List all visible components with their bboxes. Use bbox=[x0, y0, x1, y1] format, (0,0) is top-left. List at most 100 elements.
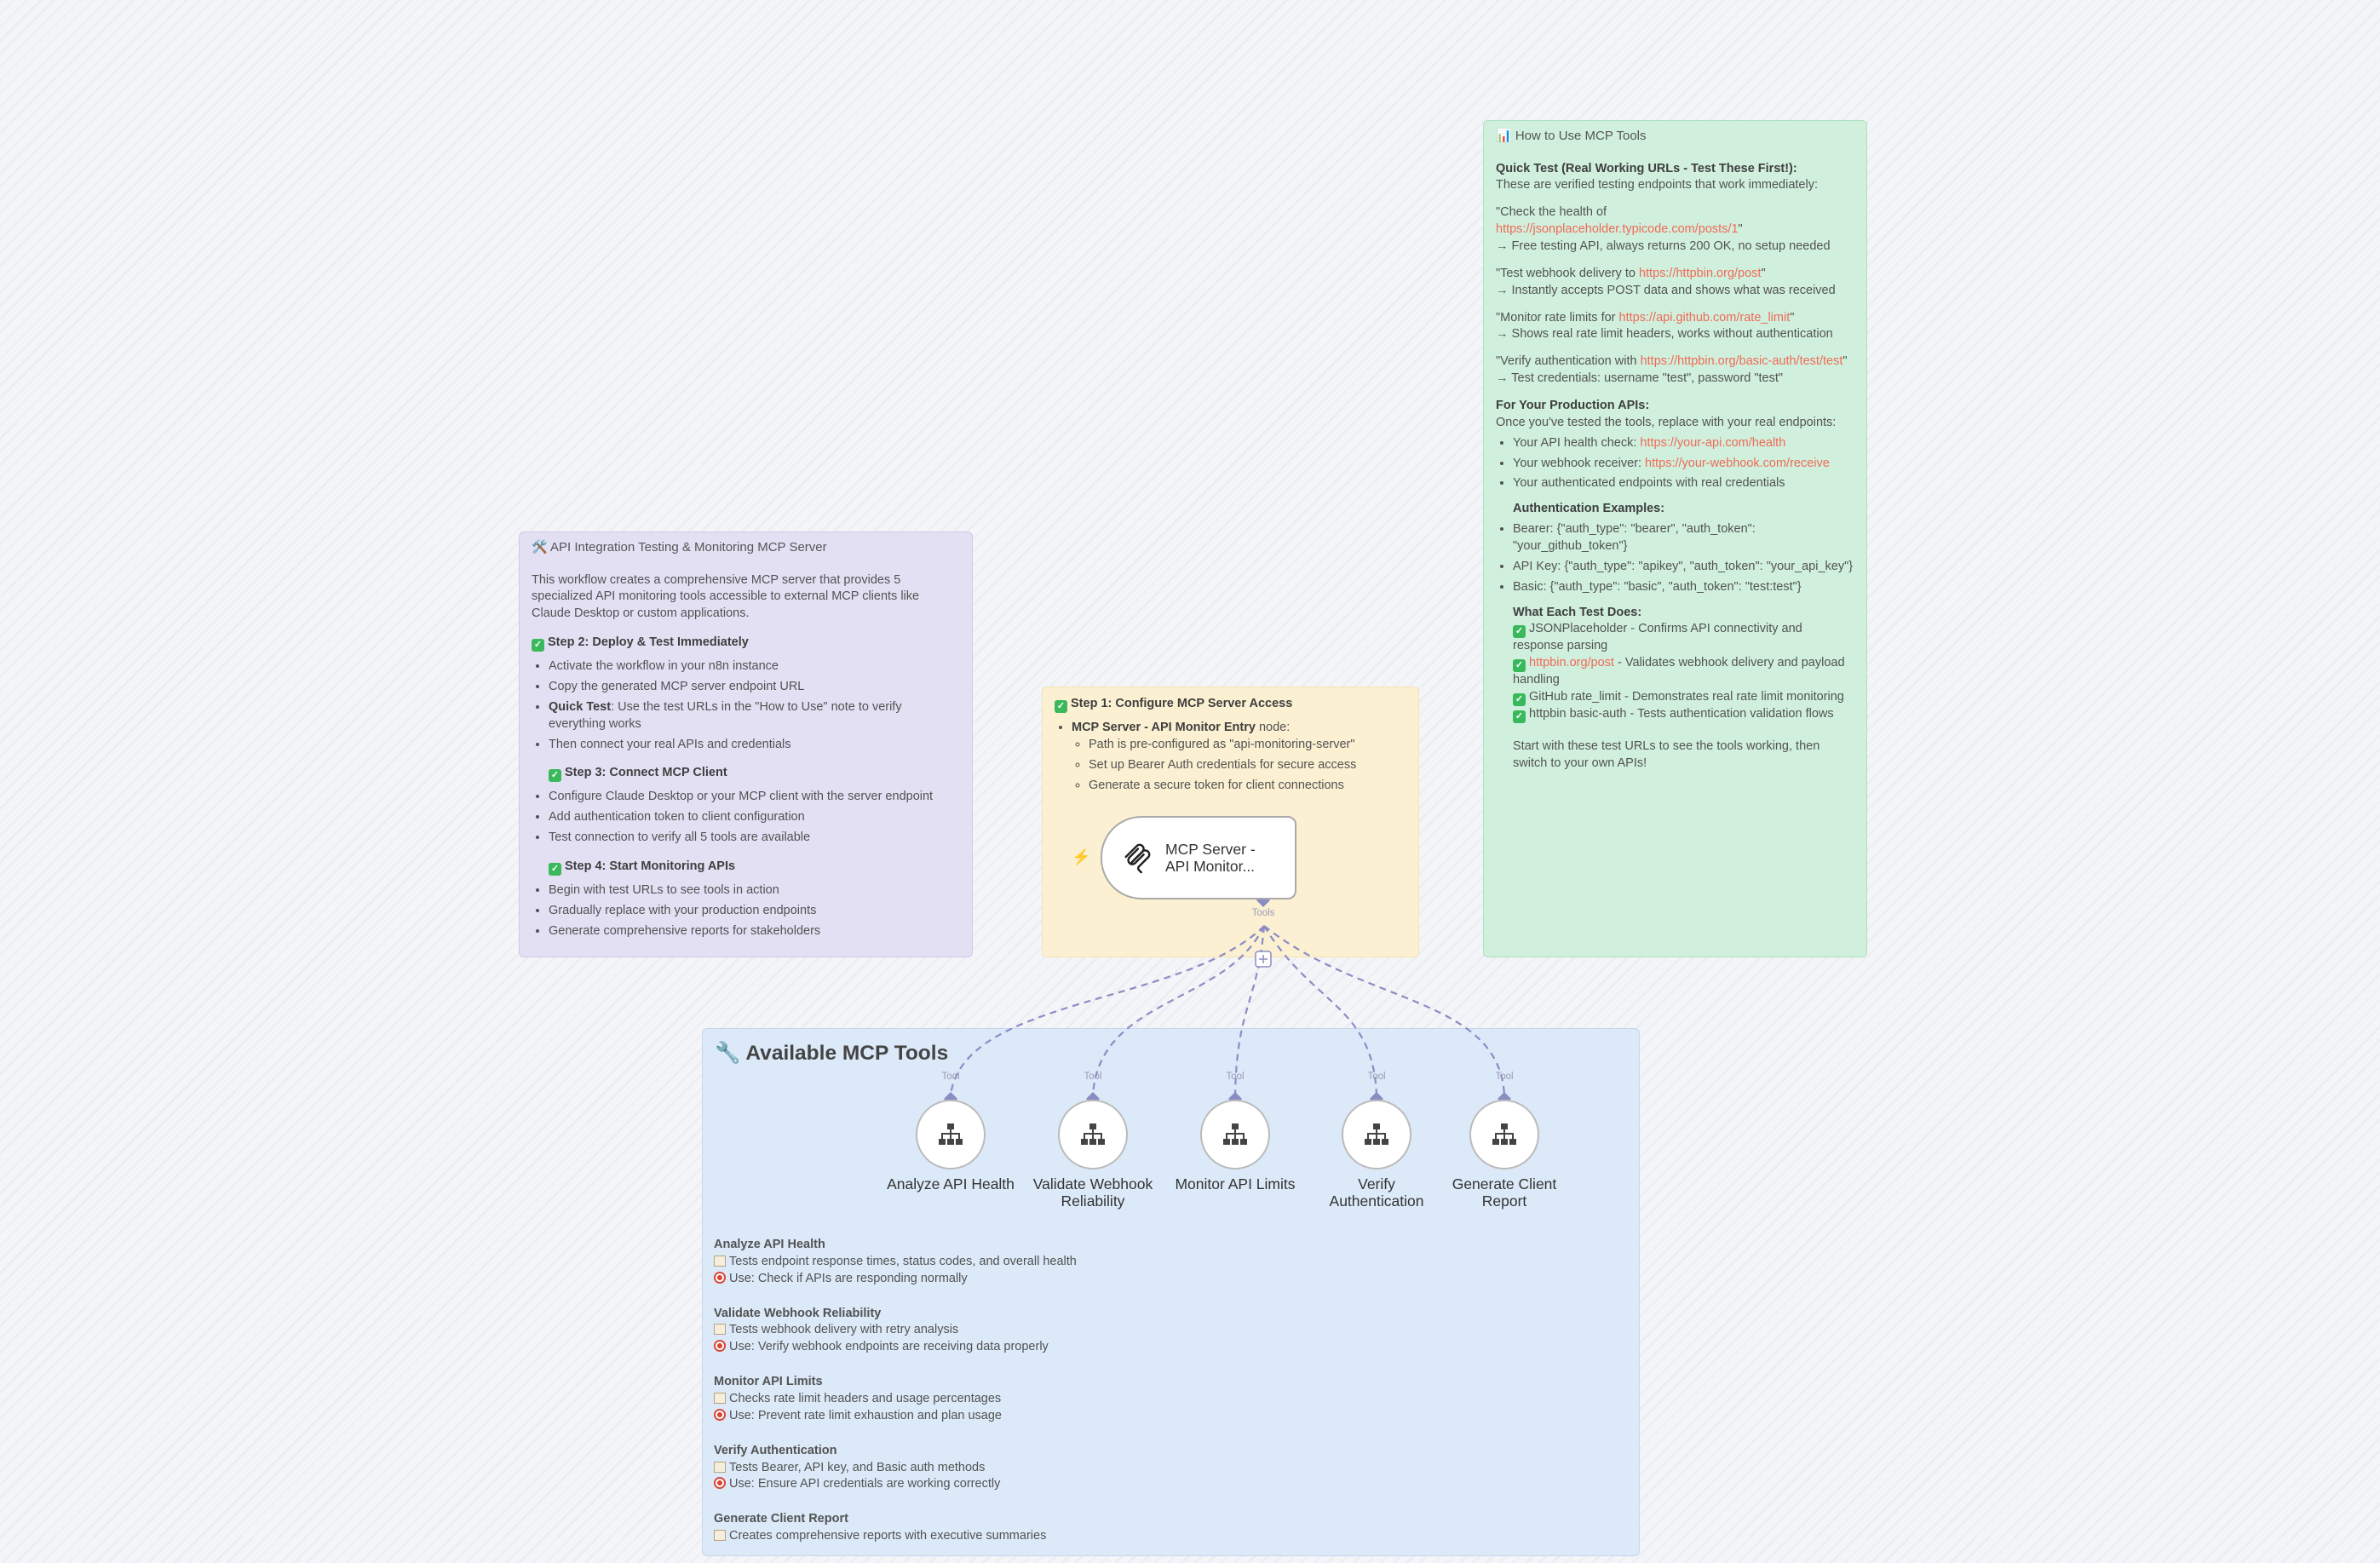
list-item: API Key: {"auth_type": "apikey", "auth_t… bbox=[1513, 559, 1854, 576]
tool-node-generate-client-report[interactable] bbox=[1469, 1100, 1539, 1169]
auth-examples-title: Authentication Examples: bbox=[1513, 502, 1665, 516]
mcp-server-node[interactable]: MCP Server -API Monitor... bbox=[1101, 816, 1296, 899]
tool-desc-block: Validate Webhook Reliability Tests webho… bbox=[714, 1306, 1049, 1354]
list-item: Bearer: {"auth_type": "bearer", "auth_to… bbox=[1513, 521, 1854, 555]
test-example-2: "Test webhook delivery to https://httpbi… bbox=[1496, 266, 1836, 297]
test-does-2: httpbin.org/post - Validates webhook del… bbox=[1513, 655, 1854, 689]
step4-list: Begin with test URLs to see tools in act… bbox=[532, 882, 960, 940]
list-item: Activate the workflow in your n8n instan… bbox=[549, 658, 960, 675]
list-item: Set up Bearer Auth credentials for secur… bbox=[1089, 757, 1406, 774]
list-item: Path is pre-configured as "api-monitorin… bbox=[1089, 737, 1406, 754]
connection-report bbox=[1263, 925, 1506, 1096]
test-does-section: What Each Test Does: JSONPlaceholder - C… bbox=[1513, 605, 1854, 773]
overview-intro: This workflow creates a comprehensive MC… bbox=[532, 572, 920, 621]
production-title: For Your Production APIs: bbox=[1496, 399, 1650, 412]
check-icon bbox=[549, 863, 561, 876]
tool-node-label: Verify Authentication bbox=[1329, 1175, 1424, 1210]
step1-list: MCP Server - API Monitor Entry node: Pat… bbox=[1055, 720, 1406, 794]
tool-descriptions: Analyze API Health Tests endpoint respon… bbox=[714, 1237, 1077, 1563]
tool-node-analyze-api-health[interactable] bbox=[916, 1100, 986, 1169]
test-link-4[interactable]: https://httpbin.org/basic-auth/test/test bbox=[1640, 354, 1843, 369]
list-item: Test connection to verify all 5 tools ar… bbox=[549, 830, 960, 847]
tool-node-label: Analyze API Health bbox=[887, 1175, 1015, 1192]
sitemap-icon bbox=[1365, 1123, 1388, 1145]
tool-desc-block: Analyze API Health Tests endpoint respon… bbox=[714, 1238, 1077, 1285]
check-icon bbox=[549, 769, 561, 783]
sitemap-icon bbox=[939, 1123, 963, 1145]
target-icon bbox=[714, 1271, 726, 1284]
check-icon bbox=[1513, 710, 1526, 724]
test-example-4: "Verify authentication with https://http… bbox=[1496, 354, 1848, 386]
list-item: Begin with test URLs to see tools in act… bbox=[549, 882, 960, 899]
test-example-1: "Check the health of https://jsonplaceho… bbox=[1496, 205, 1831, 253]
step1-sticky-note[interactable]: Step 1: Configure MCP Server Access MCP … bbox=[1042, 687, 1419, 957]
howto-sticky-note[interactable]: 📊 How to Use MCP Tools Quick Test (Real … bbox=[1483, 120, 1867, 957]
list-item: Your webhook receiver: https://your-webh… bbox=[1513, 456, 1854, 473]
sitemap-icon bbox=[1081, 1123, 1105, 1145]
plus-icon bbox=[1255, 951, 1272, 968]
step3-list: Configure Claude Desktop or your MCP cli… bbox=[532, 789, 960, 847]
list-item: Then connect your real APIs and credenti… bbox=[549, 737, 960, 754]
overview-title: 🛠️ API Integration Testing & Monitoring … bbox=[532, 540, 827, 555]
tool-tag: Tool bbox=[1495, 1072, 1514, 1082]
test-does-title: What Each Test Does: bbox=[1513, 605, 1642, 619]
tool-node-verify-authentication[interactable] bbox=[1342, 1100, 1411, 1169]
production-intro: Once you've tested the tools, replace wi… bbox=[1496, 415, 1837, 429]
list-item: Add authentication token to client confi… bbox=[549, 809, 960, 826]
target-icon bbox=[714, 1408, 726, 1421]
test-link-3[interactable]: https://api.github.com/rate_limit bbox=[1618, 310, 1791, 325]
tool-tag: Tool bbox=[1367, 1072, 1386, 1082]
tool-desc-block: Monitor API Limits Checks rate limit hea… bbox=[714, 1375, 1002, 1422]
test-does-1: JSONPlaceholder - Confirms API connectiv… bbox=[1513, 621, 1854, 655]
check-icon bbox=[1055, 700, 1067, 713]
list-item: Gradually replace with your production e… bbox=[549, 903, 960, 920]
step1-sublist: Path is pre-configured as "api-monitorin… bbox=[1072, 737, 1406, 795]
quick-test-title: Quick Test (Real Working URLs - Test The… bbox=[1496, 161, 1797, 175]
tool-tag: Tool bbox=[941, 1072, 960, 1082]
mcp-logo-icon bbox=[1124, 843, 1151, 874]
health-link[interactable]: https://your-api.com/health bbox=[1640, 435, 1786, 450]
overview-sticky-note[interactable]: 🛠️ API Integration Testing & Monitoring … bbox=[519, 532, 973, 957]
tools-port-label: Tools bbox=[1251, 908, 1275, 918]
target-icon bbox=[714, 1477, 726, 1490]
check-icon bbox=[1513, 625, 1526, 639]
check-icon bbox=[532, 639, 544, 652]
connection-webhook bbox=[1091, 925, 1265, 1096]
clipboard-icon bbox=[714, 1255, 726, 1267]
sitemap-icon bbox=[1492, 1123, 1516, 1145]
tool-desc-block: Verify Authentication Tests Bearer, API … bbox=[714, 1443, 1001, 1491]
tool-node-validate-webhook[interactable] bbox=[1058, 1100, 1128, 1169]
quick-test-intro: These are verified testing endpoints tha… bbox=[1496, 178, 1818, 193]
closing-text: Start with these test URLs to see the to… bbox=[1513, 739, 1820, 771]
tool-node-label: Generate Client Report bbox=[1452, 1175, 1557, 1210]
step2-list: Activate the workflow in your n8n instan… bbox=[532, 658, 960, 753]
list-item: Your API health check: https://your-api.… bbox=[1513, 435, 1854, 452]
bolt-icon: ⚡ bbox=[1072, 848, 1091, 865]
test-does-3: GitHub rate_limit - Demonstrates real ra… bbox=[1513, 689, 1854, 707]
tool-node-monitor-api-limits[interactable] bbox=[1200, 1100, 1270, 1169]
list-item: MCP Server - API Monitor Entry node: Pat… bbox=[1072, 720, 1406, 794]
clipboard-icon bbox=[714, 1530, 726, 1542]
list-item: Quick Test: Use the test URLs in the "Ho… bbox=[549, 699, 960, 733]
list-item: Configure Claude Desktop or your MCP cli… bbox=[549, 789, 960, 806]
sitemap-icon bbox=[1223, 1123, 1247, 1145]
tool-node-label: Monitor API Limits bbox=[1175, 1175, 1296, 1192]
step3-heading: Step 3: Connect MCP Client bbox=[549, 765, 960, 783]
test-example-3: "Monitor rate limits for https://api.git… bbox=[1496, 310, 1833, 342]
production-list: Your API health check: https://your-api.… bbox=[1496, 435, 1854, 493]
tool-desc-block: Generate Client Report Creates comprehen… bbox=[714, 1512, 1047, 1543]
list-item: Basic: {"auth_type": "basic", "auth_toke… bbox=[1513, 579, 1854, 596]
tool-node-label: Validate Webhook Reliability bbox=[1032, 1175, 1153, 1210]
list-item: Your authenticated endpoints with real c… bbox=[1513, 475, 1854, 492]
test-link-2[interactable]: https://httpbin.org/post bbox=[1638, 266, 1762, 280]
connection-auth bbox=[1263, 925, 1378, 1096]
webhook-link[interactable]: https://your-webhook.com/receive bbox=[1645, 456, 1830, 470]
tool-tag: Tool bbox=[1226, 1072, 1245, 1082]
test-does-4: httpbin basic-auth - Tests authenticatio… bbox=[1513, 706, 1854, 724]
test-link-1[interactable]: https://jsonplaceholder.typicode.com/pos… bbox=[1496, 222, 1739, 237]
step4-heading: Step 4: Start Monitoring APIs bbox=[549, 859, 960, 876]
step2-heading: Step 2: Deploy & Test Immediately bbox=[532, 635, 960, 652]
howto-title: 📊 How to Use MCP Tools bbox=[1496, 129, 1647, 143]
check-icon bbox=[1513, 659, 1526, 673]
